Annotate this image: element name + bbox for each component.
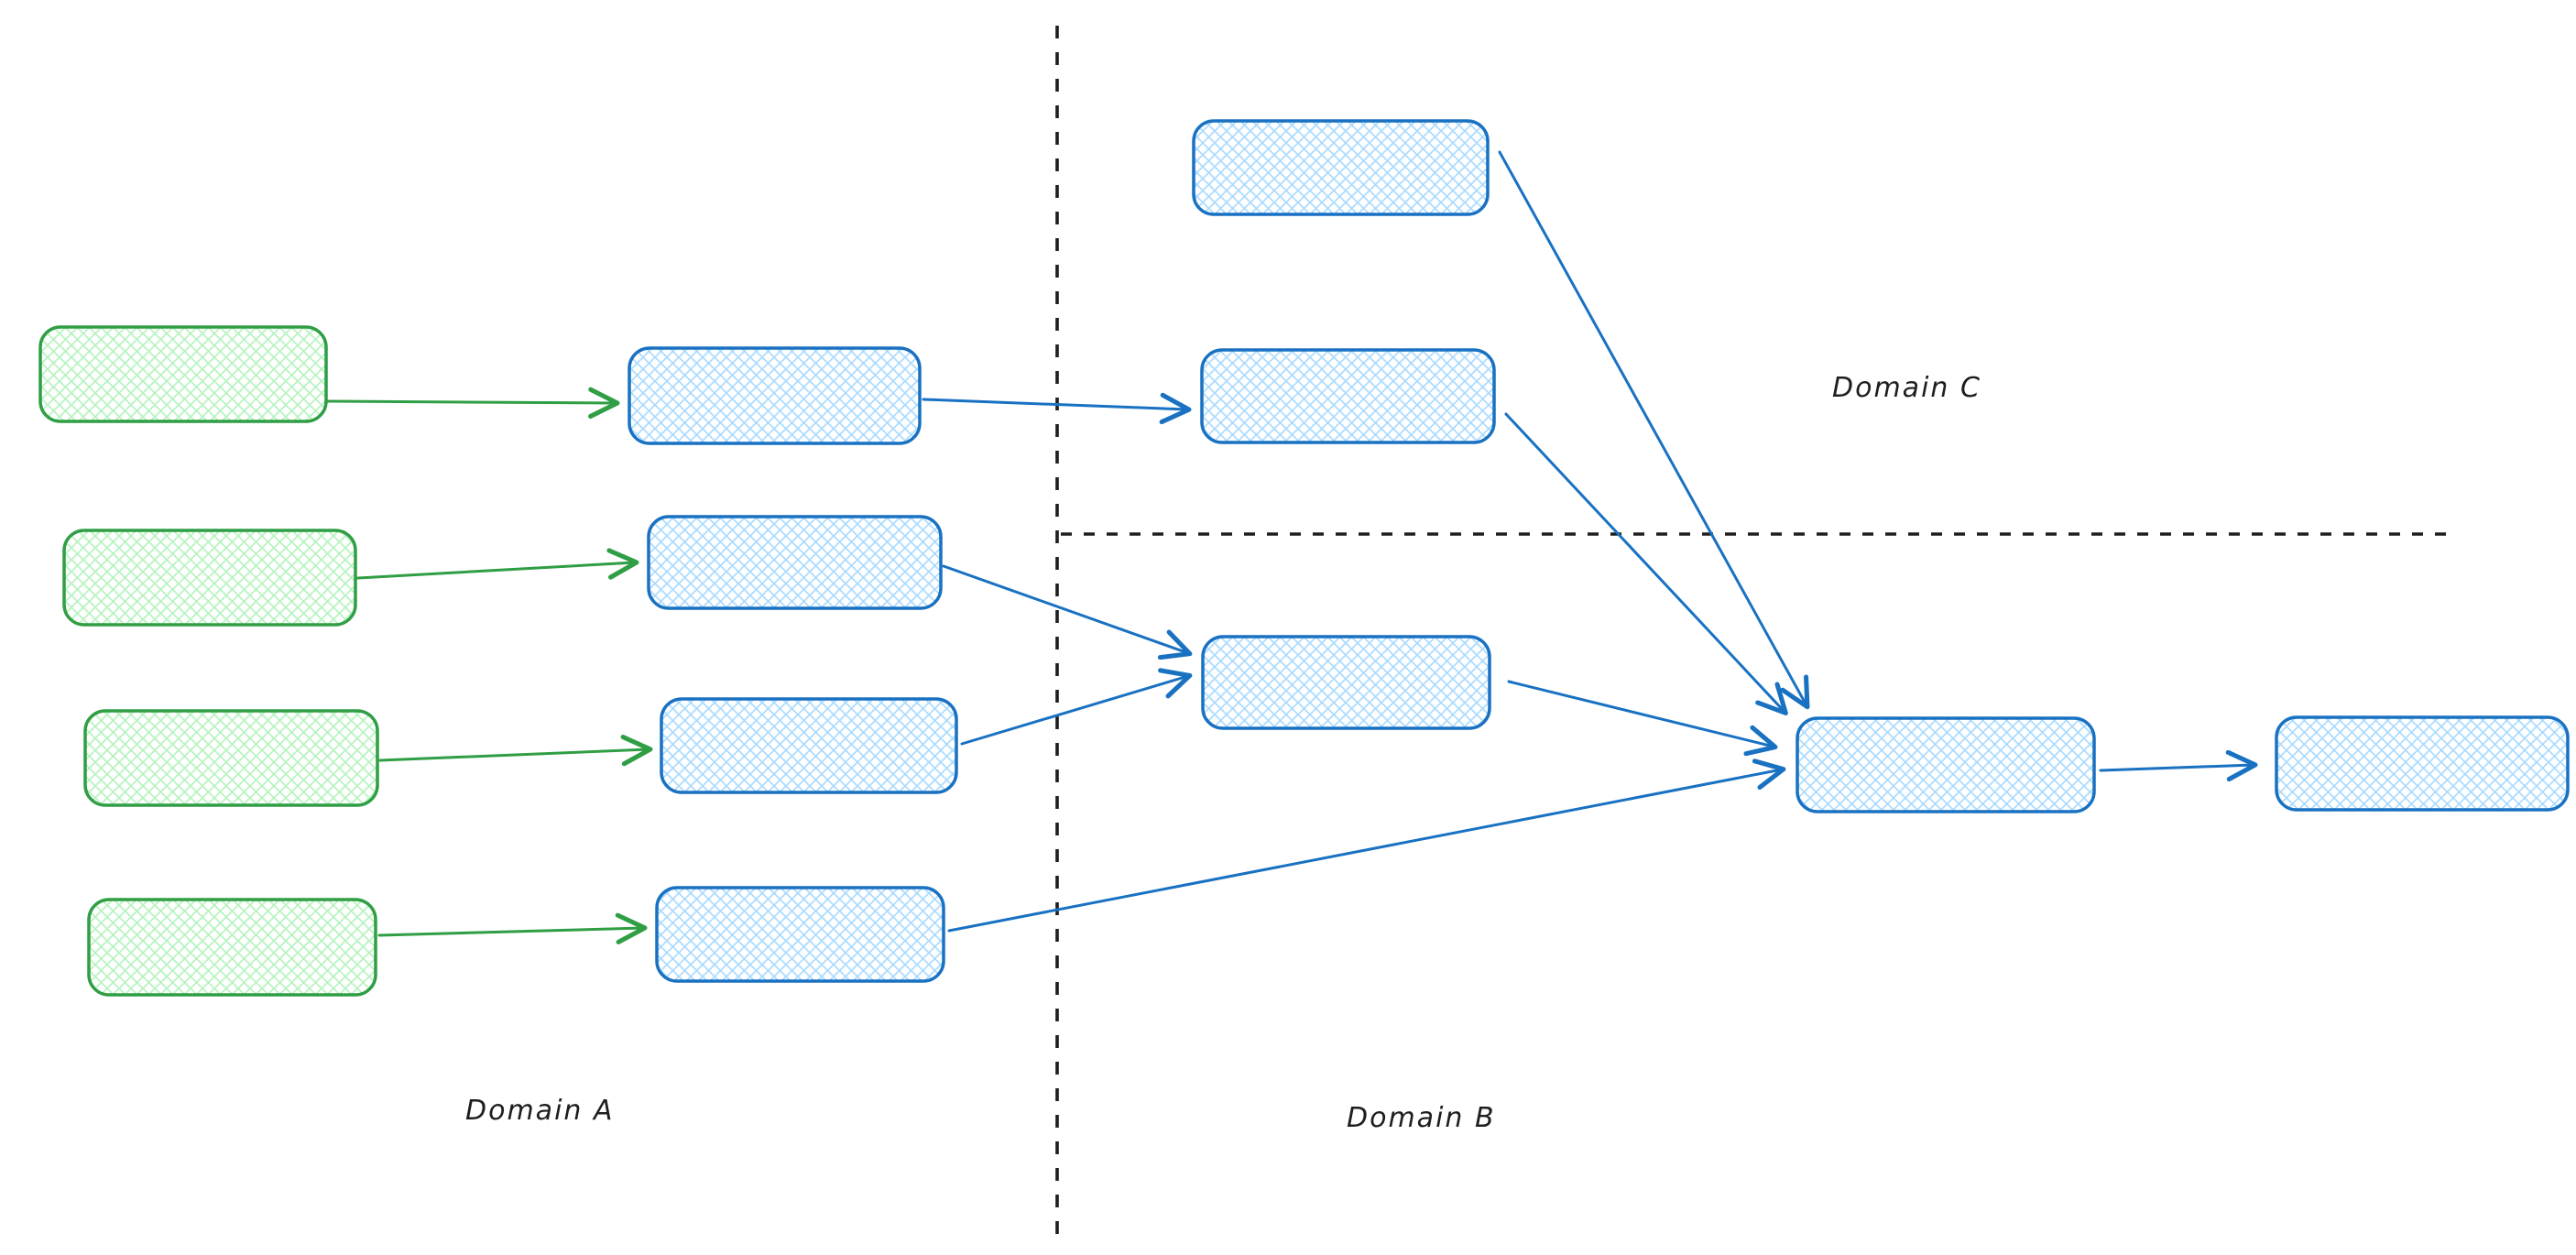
blue-node-a4[interactable] xyxy=(655,886,945,983)
edge-g1-a1[interactable] xyxy=(326,387,620,419)
edge-g4-a4[interactable] xyxy=(377,912,648,944)
edge-sink-output[interactable] xyxy=(2099,749,2258,782)
green-node-2[interactable] xyxy=(62,529,357,627)
blue-node-a1[interactable] xyxy=(628,346,922,445)
green-node-1[interactable] xyxy=(38,325,328,423)
edge-c1-sink[interactable] xyxy=(1498,150,1810,710)
edge-b2-sink[interactable] xyxy=(1507,680,1778,757)
blue-node-a3[interactable] xyxy=(660,697,958,794)
label-layer: Domain A Domain B Domain C xyxy=(465,372,1981,1134)
edge-a3-b2[interactable] xyxy=(960,668,1193,746)
blue-node-c1[interactable] xyxy=(1192,119,1490,216)
green-node-4[interactable] xyxy=(87,898,377,997)
edge-b1-sink[interactable] xyxy=(1504,412,1788,715)
blue-node-output[interactable] xyxy=(2275,715,2570,812)
edge-a4-sink[interactable] xyxy=(947,758,1786,933)
edge-layer xyxy=(326,150,2258,944)
blue-node-b2[interactable] xyxy=(1201,635,1491,730)
domain-label-2[interactable]: Domain B xyxy=(1347,1102,1496,1134)
edge-g3-a3[interactable] xyxy=(378,734,653,767)
domain-label-3[interactable]: Domain C xyxy=(1832,372,1981,404)
blue-node-b1[interactable] xyxy=(1200,348,1496,444)
blue-node-sink[interactable] xyxy=(1796,716,2096,813)
edge-g2-a2[interactable] xyxy=(356,548,639,580)
node-layer xyxy=(38,119,2570,997)
edge-a1-b1[interactable] xyxy=(922,392,1192,425)
blue-node-a2[interactable] xyxy=(647,515,943,610)
domain-label-1[interactable]: Domain A xyxy=(465,1095,614,1127)
edge-a2-b2[interactable] xyxy=(942,564,1193,660)
green-node-3[interactable] xyxy=(83,709,379,807)
domain-divider-layer xyxy=(1055,26,2448,1235)
